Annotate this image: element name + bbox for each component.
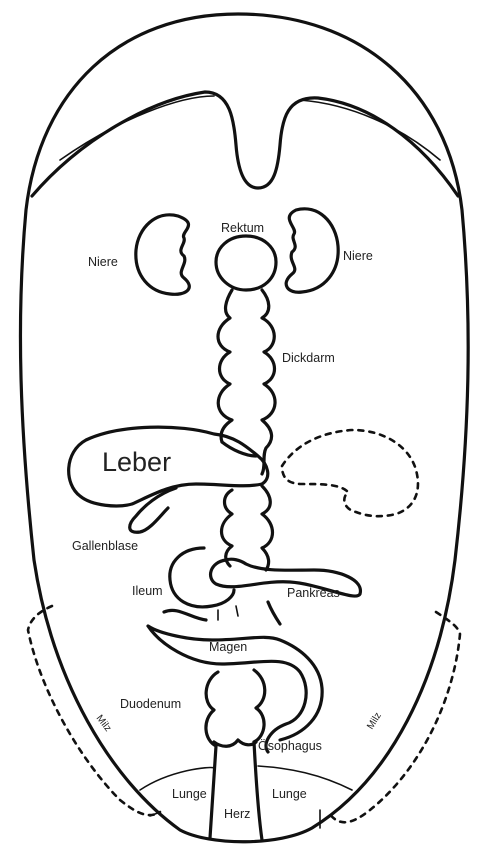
colon-lower-left <box>222 490 233 566</box>
label-niere-right: Niere <box>343 249 373 263</box>
spleen-dashed-upper <box>282 430 418 516</box>
rektum-shape <box>216 236 276 290</box>
label-rektum: Rektum <box>221 221 264 235</box>
label-magen: Magen <box>209 640 247 654</box>
label-milz-left: Milz <box>94 713 114 734</box>
oesophagus-shape <box>210 742 262 840</box>
oesophagus-flare <box>214 740 256 746</box>
label-milz-right: Milz <box>365 711 384 732</box>
kidney-left-shape <box>136 215 189 294</box>
tongue-back-fold-inner <box>60 96 440 160</box>
label-duodenum: Duodenum <box>120 697 181 711</box>
label-leber: Leber <box>102 447 171 477</box>
label-lunge-right: Lunge <box>272 787 307 801</box>
label-dickdarm: Dickdarm <box>282 351 335 365</box>
stomach-top-edge <box>164 602 280 624</box>
dickdarm-left-edge <box>218 290 232 442</box>
duodenum-shape <box>206 670 265 746</box>
kidney-right-shape <box>286 209 338 292</box>
label-oesophagus: Ösophagus <box>258 739 322 753</box>
dickdarm-right-edge <box>262 290 275 474</box>
label-gallenblase: Gallenblase <box>72 539 138 553</box>
label-niere-left: Niere <box>88 255 118 269</box>
milz-right-dashed <box>328 612 460 822</box>
label-herz: Herz <box>224 807 250 821</box>
label-lunge-left: Lunge <box>172 787 207 801</box>
label-pankreas: Pankreas <box>287 586 340 600</box>
tongue-outline <box>20 14 468 842</box>
label-ileum: Ileum <box>132 584 163 598</box>
colon-lower-right <box>262 486 273 570</box>
tongue-back-fold <box>32 92 458 196</box>
